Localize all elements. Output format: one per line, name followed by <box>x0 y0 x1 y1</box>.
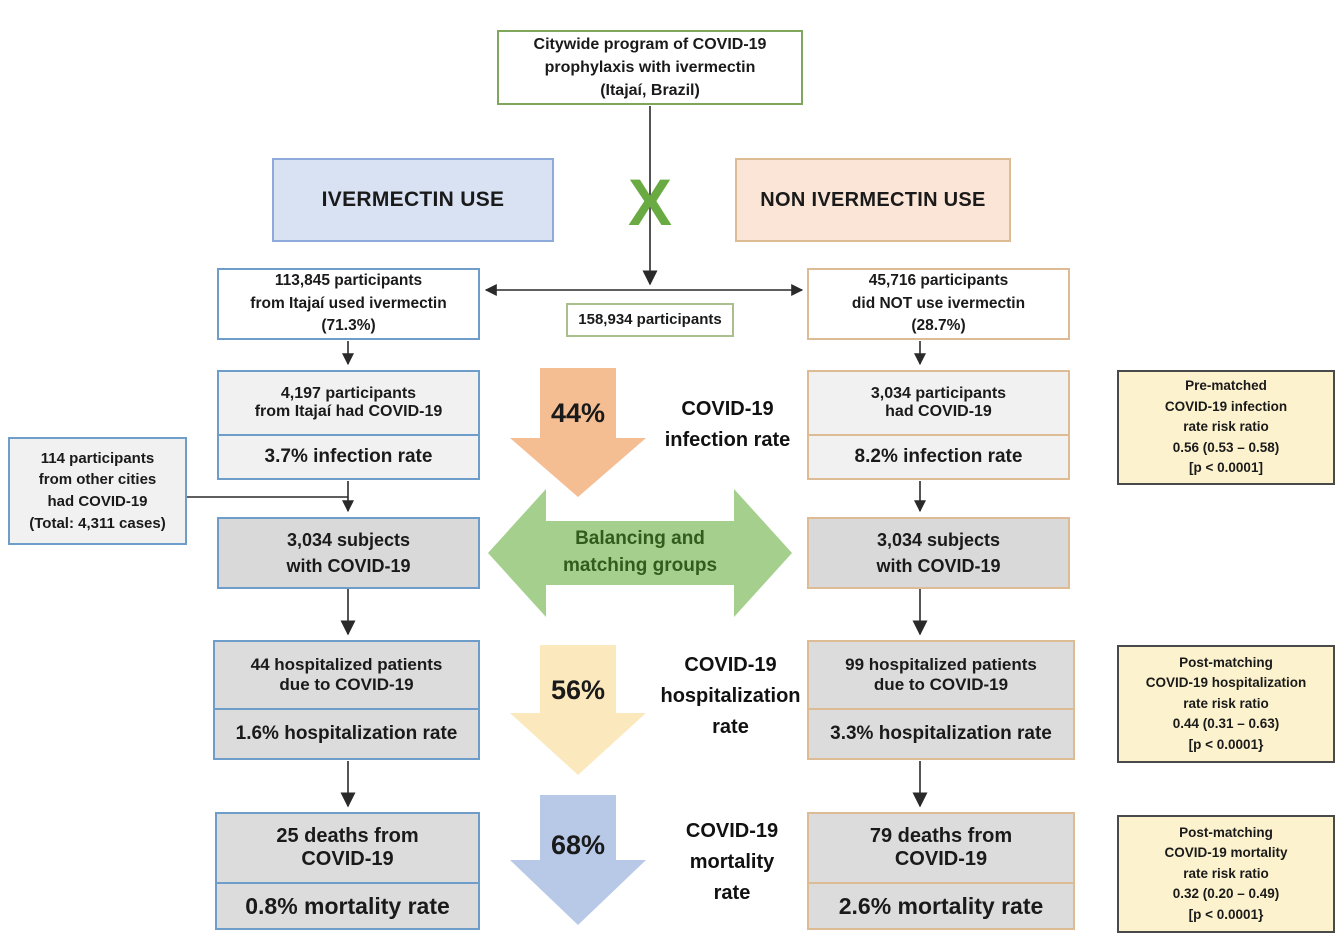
ivermectin-group-header: IVERMECTIN USE <box>272 158 554 242</box>
total-participants-box: 158,934 participants <box>566 303 734 337</box>
non-ivermectin-group-header: NON IVERMECTIN USE <box>735 158 1011 242</box>
hospitalization-rate-label: COVID-19 hospitalization rate <box>660 654 801 738</box>
right-covid-count: 3,034 participants had COVID-19 <box>809 372 1068 436</box>
balancing-label: Balancing and matching groups <box>562 528 718 576</box>
right-mortality-box: 79 deaths from COVID-19 2.6% mortality r… <box>807 812 1075 930</box>
left-covid-count: 4,197 participants from Itajaí had COVID… <box>219 372 478 436</box>
right-hospitalized-count: 99 hospitalized patients due to COVID-19 <box>809 642 1073 710</box>
right-mortality-rate: 2.6% mortality rate <box>838 892 1044 919</box>
left-hospitalized-count: 44 hospitalized patients due to COVID-19 <box>215 642 478 710</box>
hospitalization-reduction-arrow <box>510 645 646 775</box>
mortality-reduction-pct: 68% <box>550 830 606 860</box>
left-infection-rate: 3.7% infection rate <box>264 446 433 467</box>
green-x-icon: X <box>627 165 673 239</box>
left-hospitalization-rate: 1.6% hospitalization rate <box>235 723 458 744</box>
study-title-box: Citywide program of COVID-19 prophylaxis… <box>497 30 803 105</box>
right-hospitalization-box: 99 hospitalized patients due to COVID-19… <box>807 640 1075 760</box>
right-infection-box: 3,034 participants had COVID-19 8.2% inf… <box>807 370 1070 480</box>
hospitalization-reduction-pct: 56% <box>550 675 606 705</box>
infection-rate-label: COVID-19 infection rate <box>664 398 791 451</box>
mortality-reduction-arrow <box>510 795 646 925</box>
right-participants-box: 45,716 participants did NOT use ivermect… <box>807 268 1070 340</box>
left-mortality-rate: 0.8% mortality rate <box>245 892 450 919</box>
left-participants-box: 113,845 participants from Itajaí used iv… <box>217 268 480 340</box>
mortality-rate-label: COVID-19 mortality rate <box>685 820 779 904</box>
left-deaths-count: 25 deaths from COVID-19 <box>217 814 478 884</box>
left-mortality-box: 25 deaths from COVID-19 0.8% mortality r… <box>215 812 480 930</box>
hospitalization-risk-ratio-box: Post-matching COVID-19 hospitalization r… <box>1117 645 1335 763</box>
mortality-risk-ratio-box: Post-matching COVID-19 mortality rate ri… <box>1117 815 1335 933</box>
infection-risk-ratio-box: Pre-matched COVID-19 infection rate risk… <box>1117 370 1335 485</box>
infection-reduction-arrow <box>510 368 646 497</box>
left-infection-box: 4,197 participants from Itajaí had COVID… <box>217 370 480 480</box>
right-deaths-count: 79 deaths from COVID-19 <box>809 814 1073 884</box>
right-hospitalization-rate: 3.3% hospitalization rate <box>830 723 1052 744</box>
left-subjects-box: 3,034 subjects with COVID-19 <box>217 517 480 589</box>
other-cities-box: 114 participants from other cities had C… <box>8 437 187 545</box>
left-hospitalization-box: 44 hospitalized patients due to COVID-19… <box>213 640 480 760</box>
balancing-double-arrow <box>488 489 792 617</box>
right-infection-rate: 8.2% infection rate <box>854 446 1023 467</box>
infection-reduction-pct: 44% <box>550 398 606 428</box>
right-subjects-box: 3,034 subjects with COVID-19 <box>807 517 1070 589</box>
